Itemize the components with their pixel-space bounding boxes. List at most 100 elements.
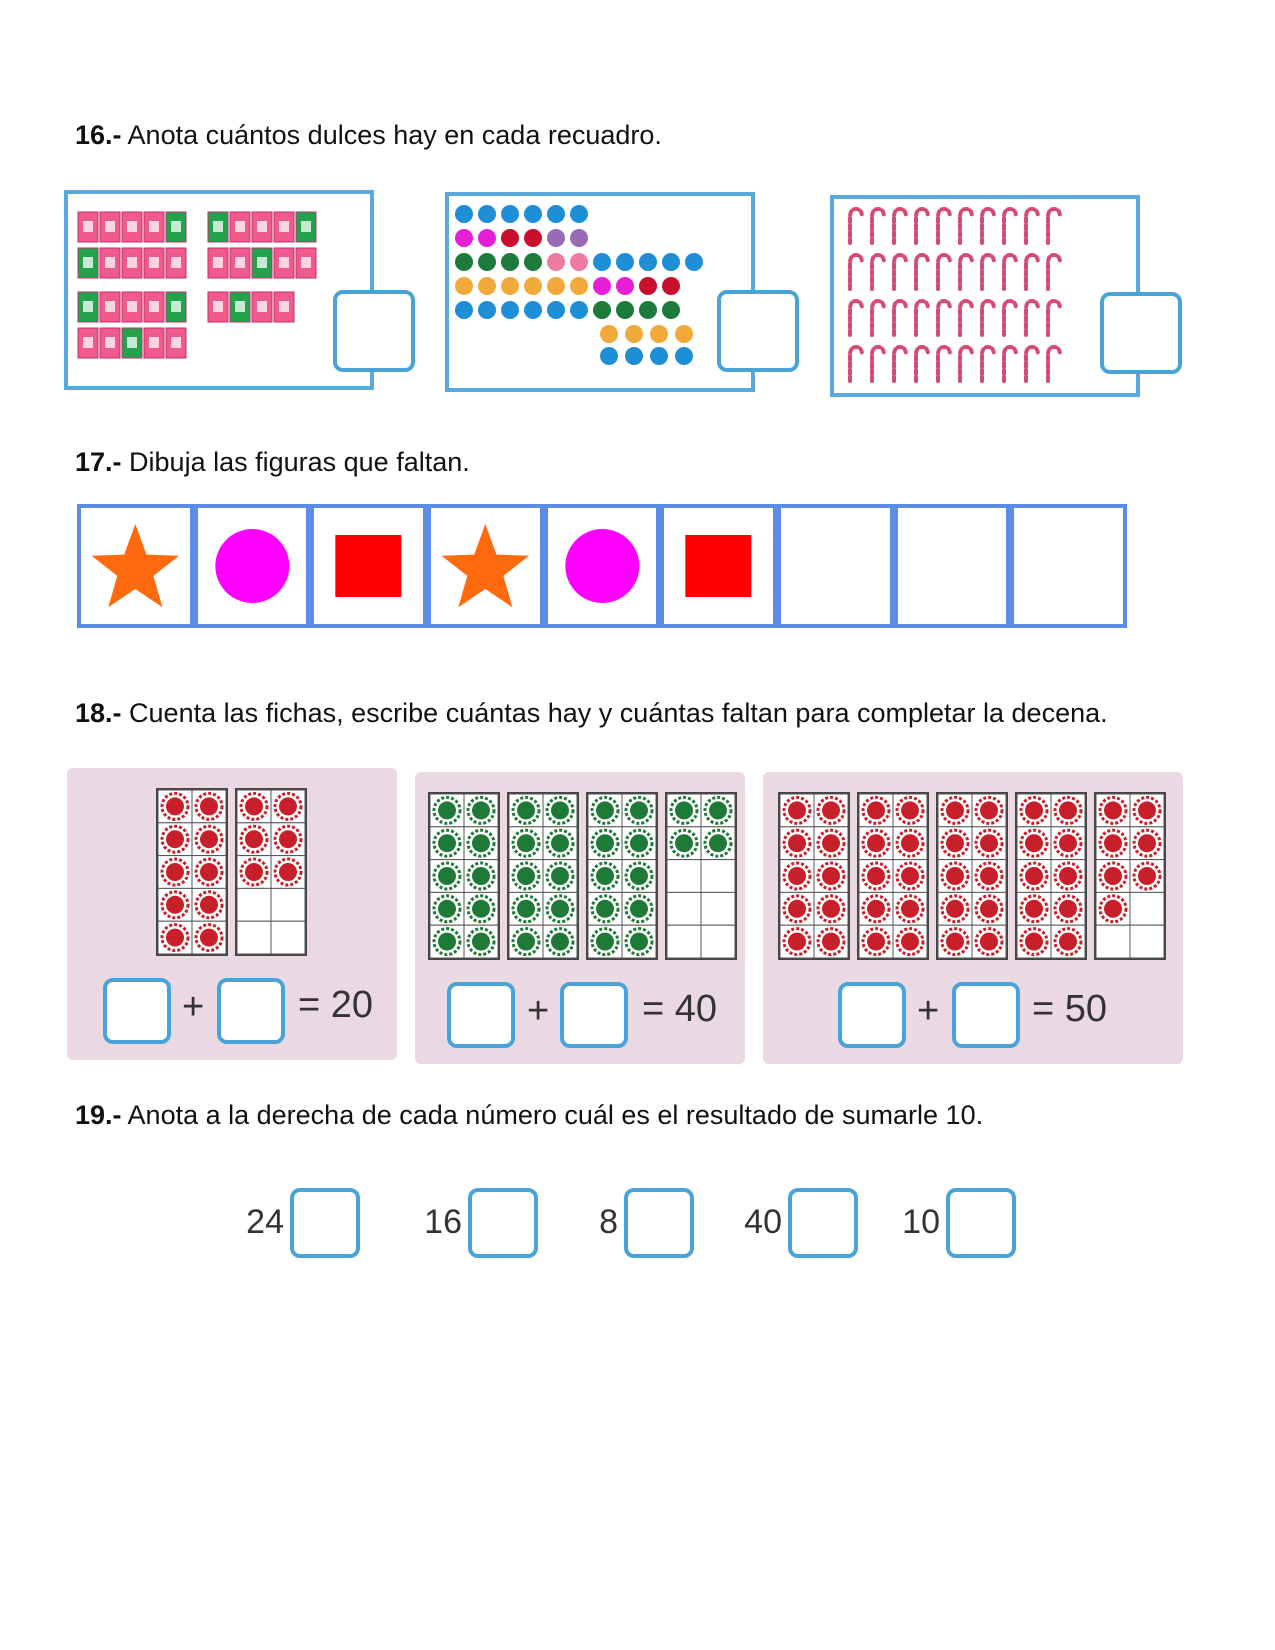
ten-frame: [1015, 792, 1087, 960]
candy-cane: [1046, 252, 1062, 291]
answer-box-plus10[interactable]: [468, 1188, 538, 1258]
wrapped-candy: [251, 211, 273, 243]
candy-cane: [848, 298, 864, 337]
wrapped-candy: [99, 247, 121, 279]
counter-chip: [1098, 828, 1128, 858]
counter-chip: [511, 927, 541, 957]
pattern-cell: [193, 504, 311, 628]
answer-box-missing-2[interactable]: [560, 982, 628, 1048]
counter-chip: [194, 890, 224, 920]
answer-box-plus10[interactable]: [624, 1188, 694, 1258]
counter-chip: [466, 894, 496, 924]
counter-chip: [160, 890, 190, 920]
pattern-cell: [660, 504, 777, 628]
wrapped-candy: [143, 327, 165, 359]
question-number: 18.-: [75, 698, 122, 728]
wrapped-candy: [295, 247, 317, 279]
counter-chip: [861, 927, 891, 957]
wrapped-candy: [121, 291, 143, 323]
candy-cane: [914, 206, 930, 245]
question-number: 19.-: [75, 1100, 122, 1130]
candy-cane: [958, 344, 974, 383]
candy-cane: [848, 344, 864, 383]
candy-cane: [914, 252, 930, 291]
answer-box-count-1[interactable]: [103, 978, 171, 1044]
gumball: [570, 229, 588, 247]
question-19: 19.- Anota a la derecha de cada número c…: [75, 1100, 983, 1131]
ten-frame: [156, 788, 228, 956]
counter-chip: [273, 857, 303, 887]
wrapped-candy: [207, 211, 229, 243]
gumball: [547, 253, 565, 271]
wrapped-candy: [165, 327, 187, 359]
gumball: [570, 277, 588, 295]
counter-chip: [1053, 927, 1083, 957]
candy-canes-illustration: [848, 206, 1062, 383]
counter-chip: [511, 894, 541, 924]
plus-sign: +: [917, 990, 940, 1032]
gumball: [675, 325, 693, 343]
candy-box-canes: [830, 195, 1140, 397]
ten-frame: [778, 792, 850, 960]
counter-chip: [545, 894, 575, 924]
wrapped-candy: [99, 211, 121, 243]
pattern-cell-empty[interactable]: [1010, 504, 1127, 628]
gumball: [501, 205, 519, 223]
candy-cane: [936, 344, 952, 383]
wrapped-candy: [207, 291, 229, 323]
candy-cane: [870, 252, 886, 291]
counter-chip: [1019, 927, 1049, 957]
answer-box-plus10[interactable]: [290, 1188, 360, 1258]
gumball: [685, 253, 703, 271]
candy-cane: [892, 252, 908, 291]
ten-frame: [665, 792, 737, 960]
wrapped-candy: [229, 291, 251, 323]
circle-icon: [564, 529, 639, 603]
counter-chip: [239, 857, 269, 887]
answer-box-count-2[interactable]: [447, 982, 515, 1048]
counter-chip: [974, 927, 1004, 957]
candy-cane: [870, 206, 886, 245]
square-icon: [335, 535, 402, 597]
candy-cane: [1046, 298, 1062, 337]
gumball: [593, 301, 611, 319]
counter-chip: [782, 927, 812, 957]
counter-chip: [545, 828, 575, 858]
counter-chip: [1019, 828, 1049, 858]
answer-box-gumballs[interactable]: [717, 290, 799, 372]
answer-box-missing-1[interactable]: [217, 978, 285, 1044]
gumball: [524, 301, 542, 319]
gumball: [625, 325, 643, 343]
counter-chip: [194, 857, 224, 887]
wrapped-candy: [121, 247, 143, 279]
counter-chip: [590, 828, 620, 858]
counter-chip: [974, 894, 1004, 924]
answer-box-canes[interactable]: [1100, 292, 1182, 374]
counter-chip: [974, 861, 1004, 891]
pattern-cell-empty[interactable]: [777, 504, 894, 628]
counter-chip: [432, 894, 462, 924]
candy-cane: [1002, 298, 1018, 337]
counter-chip: [1098, 861, 1128, 891]
wrapped-candy: [99, 291, 121, 323]
gumball: [625, 347, 643, 365]
pattern-cell-empty[interactable]: [893, 504, 1011, 628]
ten-frame: [1094, 792, 1166, 960]
answer-box-plus10[interactable]: [946, 1188, 1016, 1258]
ten-frame: [857, 792, 929, 960]
gumball: [547, 205, 565, 223]
question-text: Dibuja las figuras que faltan.: [129, 447, 470, 477]
answer-box-missing-3[interactable]: [952, 982, 1020, 1048]
counter-chip: [895, 828, 925, 858]
counter-chip: [974, 795, 1004, 825]
gumball: [570, 301, 588, 319]
gumball: [570, 205, 588, 223]
gumball: [547, 277, 565, 295]
answer-box-plus10[interactable]: [788, 1188, 858, 1258]
counter-chip: [861, 828, 891, 858]
counter-chip: [895, 894, 925, 924]
gumball: [600, 325, 618, 343]
wrapped-candy: [77, 327, 99, 359]
answer-box-wrapped[interactable]: [333, 290, 415, 372]
answer-box-count-3[interactable]: [838, 982, 906, 1048]
